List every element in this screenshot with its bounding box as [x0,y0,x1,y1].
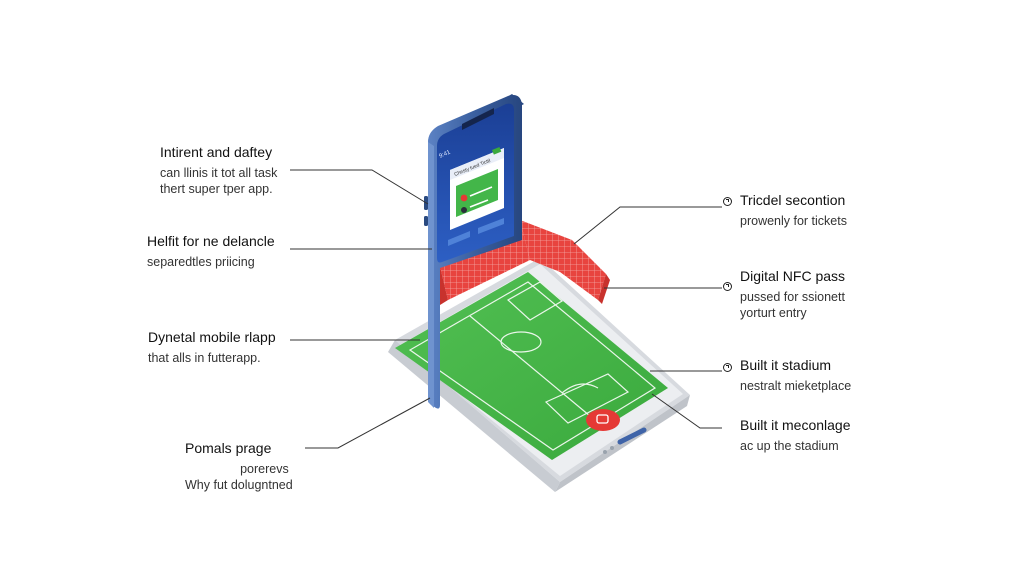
arrow-marker-icon [723,282,732,291]
arrow-marker-icon [723,197,732,206]
right-label-1-title: Tricdel secontion [740,192,846,208]
left-label-4-title: Pomals prage [185,440,272,456]
status-time: 9:41 [438,149,452,160]
left-label-1-sub-1: can llinis it tot all task [160,165,278,180]
left-label-2-title: Helfit for ne delancle [147,233,275,249]
home-indicator [603,427,647,454]
arrow-marker-icon [723,363,732,372]
left-label-4: Pomals prage porerevs Why fut dolugntned [185,440,293,494]
right-label-1: Tricdel secontion prowenly for tickets [740,192,847,229]
left-label-1-sub-2: thert super tper app. [160,182,273,197]
right-label-4-sub-1: ac up the stadium [740,438,839,453]
left-label-3-sub-1: that alls in futterapp. [148,350,261,365]
phone-screen-content: 9:41 Chesty tued TicttI [438,147,504,246]
right-label-2-sub-1: pussed for ssionett [740,289,845,304]
right-label-3-sub-1: nestralt mieketplace [740,378,852,393]
left-label-3: Dynetal mobile rlapp that alls in futter… [148,329,276,366]
right-label-3: Built it stadium nestralt mieketplace [740,357,851,394]
nfc-button [586,409,620,431]
right-label-4: Built it meconlage ac up the stadium [740,417,851,454]
left-label-4-sub-1: porerevs [240,461,289,476]
left-label-2: Helfit for ne delancle separedtles priic… [147,233,275,270]
right-label-2: Digital NFC pass pussed for ssionett yor… [740,268,845,322]
right-label-2-title: Digital NFC pass [740,268,846,284]
right-label-3-title: Built it stadium [740,357,832,373]
left-label-4-sub-2: Why fut dolugntned [185,478,293,493]
right-label-2-sub-2: yorturt entry [740,306,807,321]
left-label-2-sub-1: separedtles priicing [147,254,255,269]
right-label-4-title: Built it meconlage [740,417,851,433]
right-label-1-sub-1: prowenly for tickets [740,213,847,228]
left-label-1-title: Intirent and daftey [160,144,273,160]
leader-lines [290,169,722,449]
left-label-1: Intirent and daftey can llinis it tot al… [160,144,277,198]
left-label-3-title: Dynetal mobile rlapp [148,329,276,345]
